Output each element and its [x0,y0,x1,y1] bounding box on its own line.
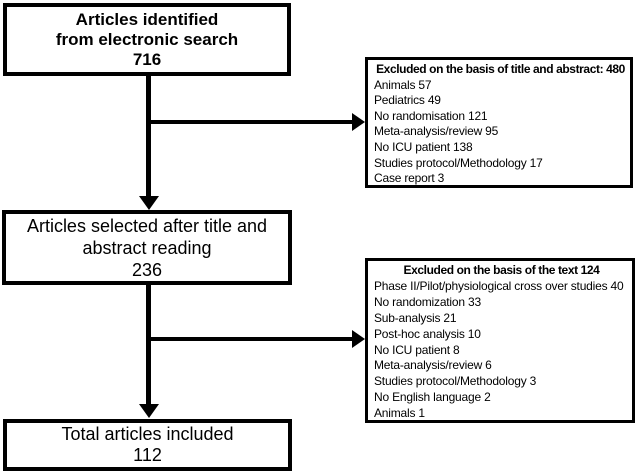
excluded-item: Sub-analysis 21 [374,310,457,325]
arrowhead-down-icon [139,196,159,210]
arrowhead-right-icon [352,113,365,131]
box-text-line: Articles selected after title and [26,215,268,236]
excluded-item: Meta-analysis/review 95 [374,124,499,139]
box-text-line: from electronic search [55,29,239,49]
excluded-title-abstract-heading: Excluded on the basis of title and abstr… [376,62,625,76]
excluded-item: Post-hoc analysis 10 [374,326,481,341]
excluded-item: Studies protocol/Methodology 17 [374,155,543,170]
arrowhead-down-icon [139,404,159,418]
box-text-line: abstract reading [82,237,212,258]
excluded-item: Phase II/Pilot/physiological cross over … [374,278,624,293]
excluded-item: Meta-analysis/review 6 [374,358,492,373]
excluded-text-items: Phase II/Pilot/physiological cross over … [374,279,629,422]
excluded-item: No randomization 33 [374,294,481,309]
box-text-line: Articles identified [75,9,219,29]
excluded-item: Pediatrics 49 [374,93,441,108]
excluded-item: No randomisation 121 [374,108,488,123]
excluded-item: No ICU patient 138 [374,139,473,154]
excluded-item: Animals 1 [374,406,425,421]
connector-selected-to-included [146,285,151,404]
excluded-item: Case report 3 [374,171,445,186]
connector-branch-to-excluded-title-abstract [148,120,353,124]
excluded-text-heading: Excluded on the basis of the text 124 [403,263,600,277]
excluded-item: Studies protocol/Methodology 3 [374,374,537,389]
box-text-line: 112 [133,445,162,465]
excluded-item: No ICU patient 8 [374,342,460,357]
connector-branch-to-excluded-text [148,337,353,341]
arrowhead-right-icon [352,330,365,348]
box-text-line: Total articles included [61,424,234,444]
connector-identified-to-selected [146,76,151,197]
excluded-item: No English language 2 [374,390,491,405]
box-text-line: 716 [132,49,162,69]
excluded-item: Animals 57 [374,77,432,92]
box-text-line: 236 [131,259,163,280]
box-excluded-title-abstract: Excluded on the basis of title and abstr… [365,57,633,188]
box-excluded-text: Excluded on the basis of the text 124 Ph… [365,258,635,423]
